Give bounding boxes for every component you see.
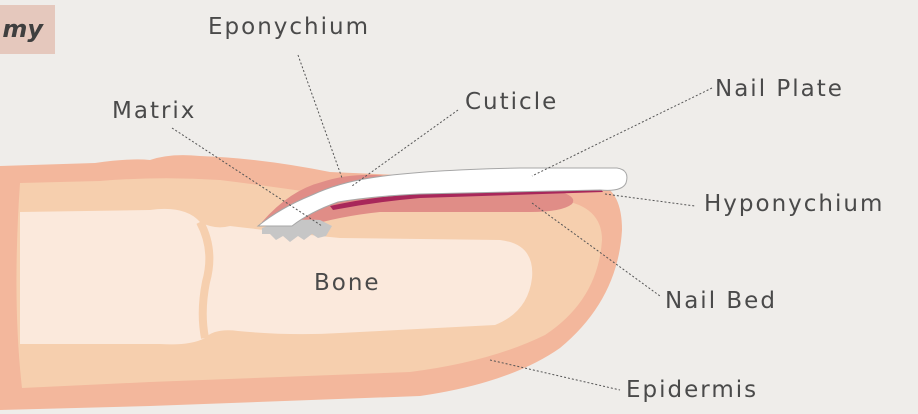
- label-eponychium: Eponychium: [208, 16, 370, 39]
- label-nail-bed: Nail Bed: [665, 290, 777, 313]
- label-nail-plate: Nail Plate: [715, 78, 844, 101]
- title-fragment: my: [2, 15, 43, 43]
- leader-epidermis: [490, 360, 620, 390]
- title-tab: my: [0, 5, 55, 54]
- label-cuticle: Cuticle: [465, 91, 558, 114]
- label-epidermis: Epidermis: [626, 379, 758, 402]
- label-hyponychium: Hyponychium: [704, 193, 884, 216]
- label-matrix: Matrix: [112, 100, 196, 123]
- leader-nail-plate: [532, 88, 712, 176]
- label-bone: Bone: [314, 272, 381, 295]
- leader-eponychium: [298, 55, 342, 178]
- leader-hyponychium: [605, 194, 695, 206]
